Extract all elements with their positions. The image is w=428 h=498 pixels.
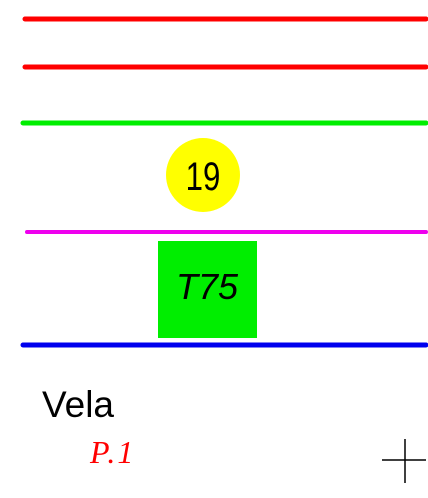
box-marker: T75	[158, 241, 257, 338]
box-marker-shape	[158, 241, 257, 338]
station-name: Vela	[42, 384, 114, 425]
crosshair-icon[interactable]	[382, 439, 426, 483]
circle-marker-label: 19	[186, 154, 221, 199]
circle-marker: 19	[166, 138, 240, 212]
platform-label: P.1	[89, 434, 135, 470]
box-marker-label: T75	[176, 266, 239, 307]
circle-marker-shape	[166, 138, 240, 212]
